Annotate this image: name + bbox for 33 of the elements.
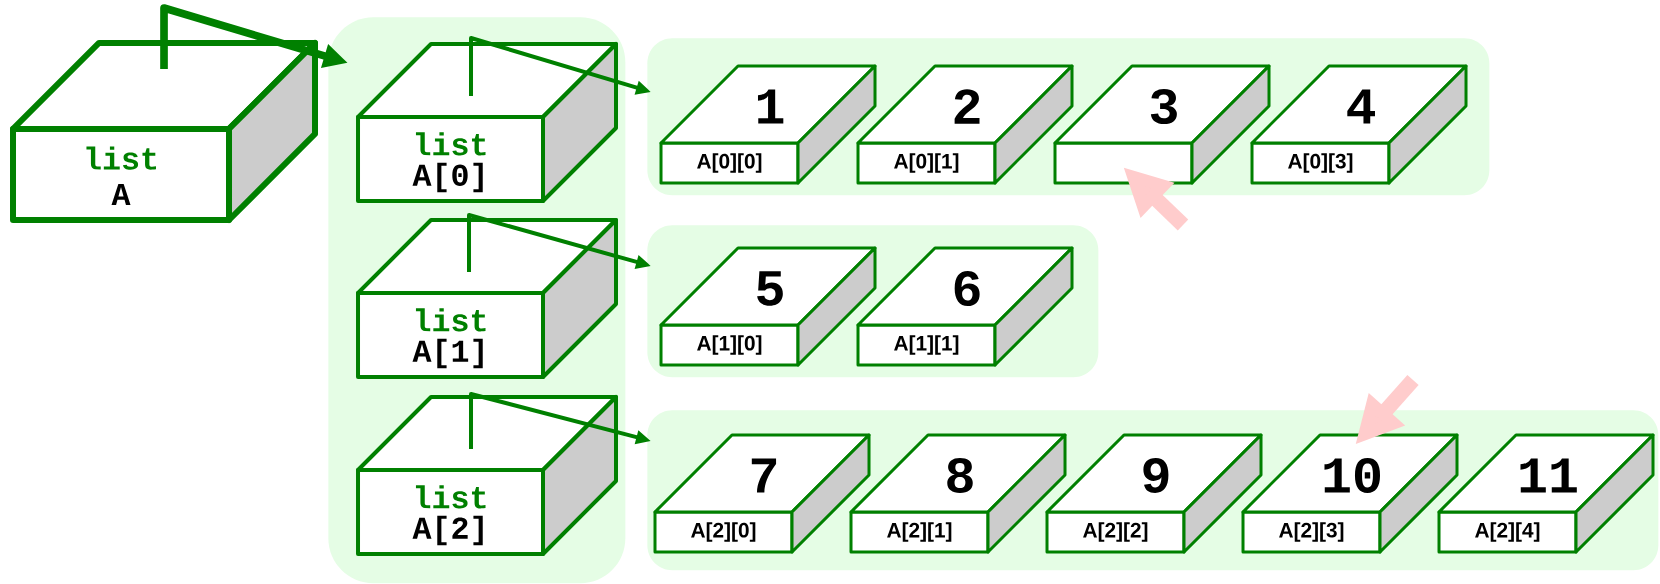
node-label: A[0] [412, 162, 483, 193]
node-label: A[2][0] [691, 522, 756, 542]
element-box: 1 A[0][0] [659, 64, 877, 185]
node-label: A[0][0] [697, 153, 762, 173]
list-box: list A[1] [356, 218, 618, 379]
list-box: list A[2] [356, 395, 618, 556]
element-box: 6 A[1][1] [856, 246, 1074, 367]
node-label: list [415, 308, 486, 332]
element-box: 5 A[1][0] [659, 246, 877, 367]
element-box: 10 A[2][3] [1241, 433, 1459, 554]
element-box: 2 A[0][1] [856, 64, 1074, 185]
element-box: 8 A[2][1] [849, 433, 1067, 554]
node-label: A[1][0] [697, 335, 762, 355]
element-box: 7 A[2][0] [653, 433, 871, 554]
node-label: A [111, 184, 131, 205]
node-label: A[0][1] [894, 153, 959, 173]
node-label: A[2][3] [1279, 522, 1344, 542]
list-box: list A[0] [356, 42, 618, 203]
list-box: list A [10, 40, 318, 223]
node-label: A[2][2] [1083, 522, 1148, 542]
node-label: A[2][4] [1475, 522, 1540, 542]
element-box: 3 [1053, 64, 1271, 185]
element-box: 11 A[2][4] [1437, 433, 1655, 554]
node-label: list [415, 485, 486, 509]
node-label: list [86, 146, 156, 170]
element-box: 9 A[2][2] [1045, 433, 1263, 554]
node-label: A[1][1] [894, 335, 959, 355]
node-label: A[2][1] [887, 522, 952, 542]
node-label: A[2] [412, 515, 483, 546]
node-label: list [415, 132, 486, 156]
node-label: A[1] [412, 338, 483, 369]
node-label: A[0][3] [1288, 153, 1353, 173]
element-box: 4 A[0][3] [1250, 64, 1468, 185]
